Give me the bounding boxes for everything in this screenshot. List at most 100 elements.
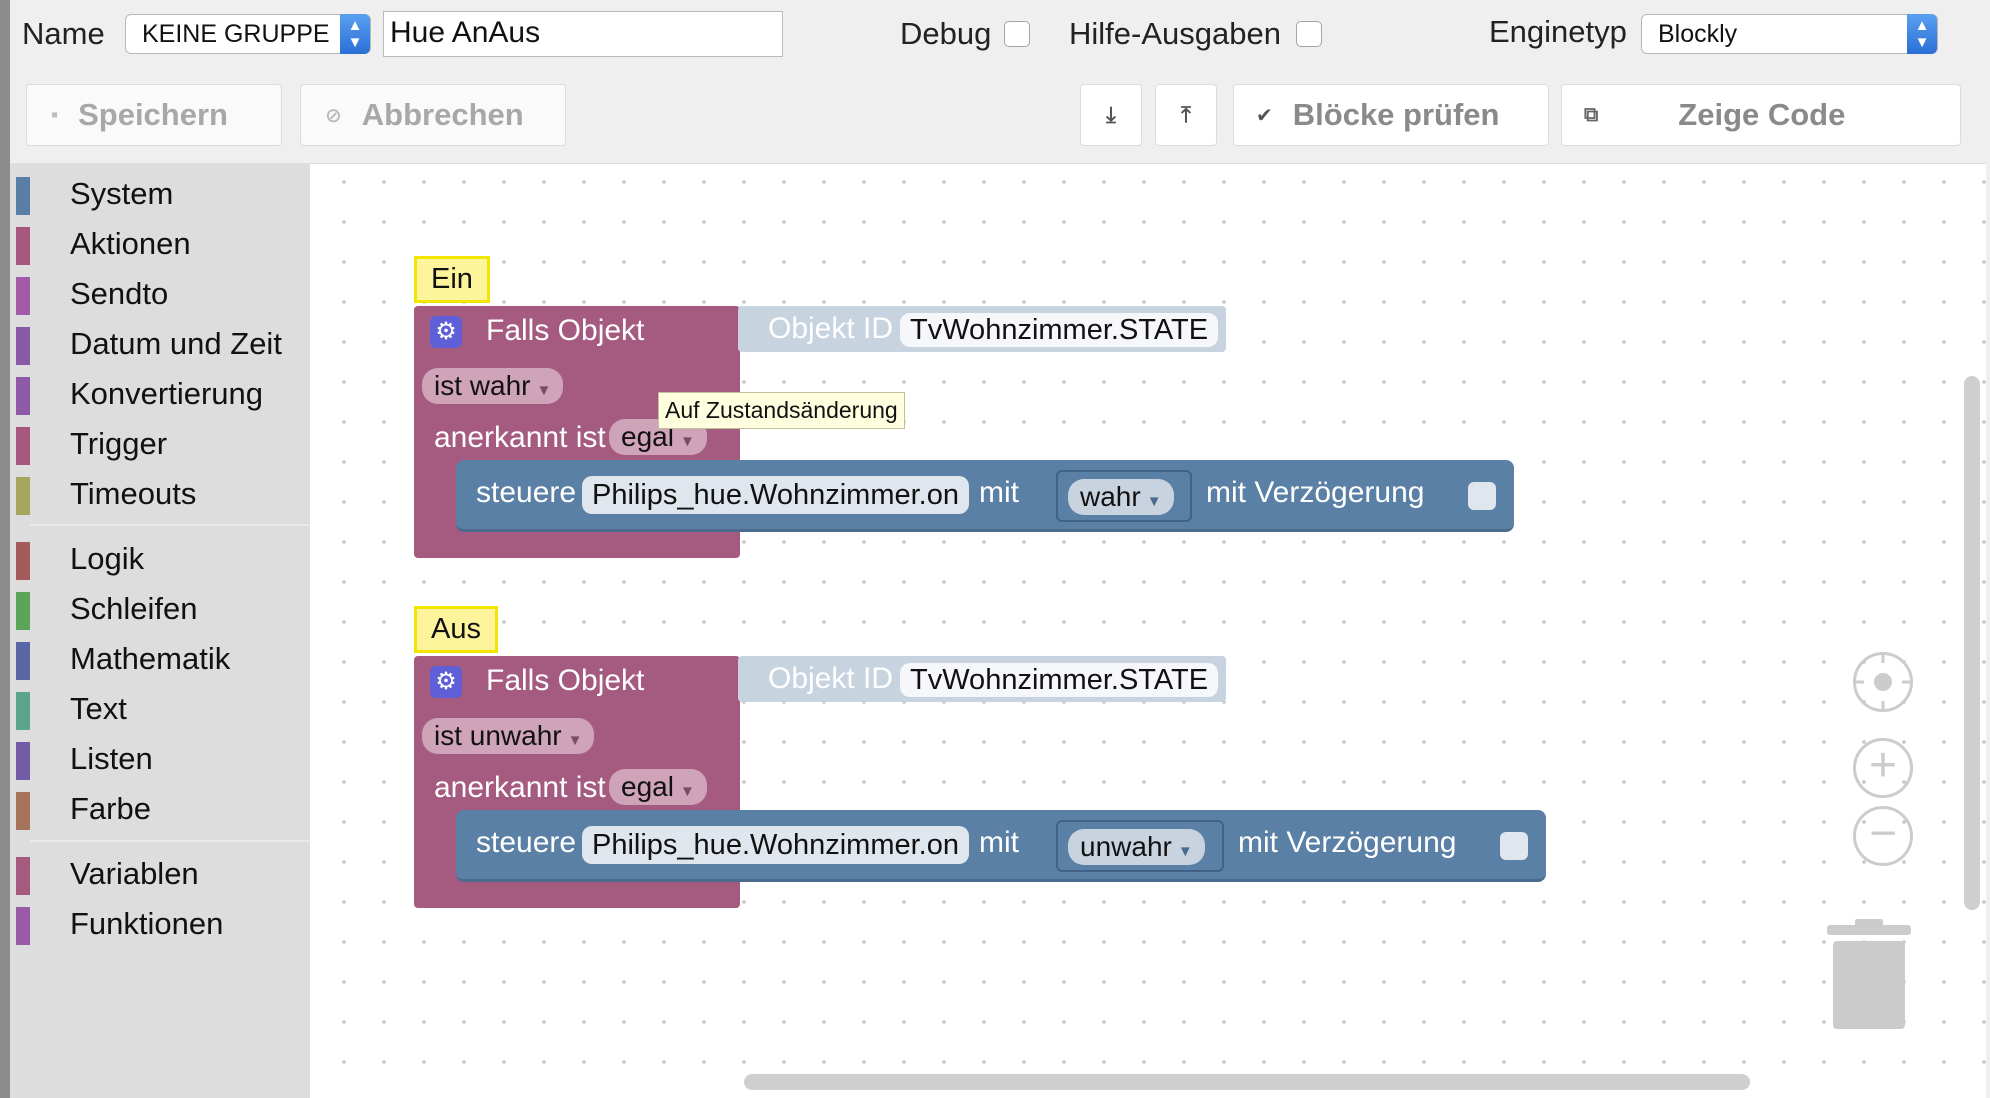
delay-checkbox[interactable]: [1468, 482, 1496, 510]
save-button[interactable]: ▪ Speichern: [26, 84, 282, 146]
toolbox-category-farbe[interactable]: Farbe: [16, 788, 306, 830]
category-color-swatch: [16, 642, 30, 680]
minus-icon[interactable]: −: [1853, 806, 1913, 866]
toolbox-separator: [30, 840, 310, 842]
action-label: steuere: [476, 476, 577, 509]
cancel-label: Abbrechen: [361, 97, 524, 132]
window-edge: [0, 0, 10, 1098]
gear-icon[interactable]: ⚙: [430, 666, 462, 698]
category-label: Variablen: [70, 856, 199, 891]
category-color-swatch: [16, 857, 30, 895]
toolbox-category-text[interactable]: Text: [16, 688, 306, 730]
caret-down-icon: ▼: [567, 732, 583, 749]
trigger-label: Falls Objekt: [486, 314, 645, 347]
toolbox-category-trigger[interactable]: Trigger: [16, 423, 306, 465]
tooltip: Auf Zustandsänderung: [658, 392, 905, 429]
with-label: mit: [979, 826, 1019, 859]
toolbox-category-mathematik[interactable]: Mathematik: [16, 638, 306, 680]
show-code-label: Zeige Code: [1678, 97, 1846, 132]
category-color-swatch: [16, 177, 30, 215]
ack-dropdown[interactable]: egal ▼: [609, 769, 707, 805]
category-label: Logik: [70, 541, 145, 576]
caret-down-icon: ▼: [1177, 843, 1193, 860]
comment-aus[interactable]: Aus: [414, 606, 498, 653]
toolbox-category-aktionen[interactable]: Aktionen: [16, 223, 306, 265]
category-color-swatch: [16, 477, 30, 515]
category-color-swatch: [16, 427, 30, 465]
value-dropdown[interactable]: wahr▼: [1068, 479, 1174, 515]
trash-icon[interactable]: [1825, 919, 1913, 1031]
ack-value: egal: [621, 771, 674, 802]
category-label: Text: [70, 691, 127, 726]
upload-icon: ⤒: [1181, 102, 1191, 127]
value-block[interactable]: wahr▼: [1056, 470, 1192, 522]
category-label: Funktionen: [70, 906, 224, 941]
toolbox-category-timeouts[interactable]: Timeouts: [16, 473, 306, 515]
comment-ein[interactable]: Ein: [414, 256, 490, 303]
delay-label: mit Verzögerung: [1206, 476, 1425, 509]
toolbox-category-sendto[interactable]: Sendto: [16, 273, 306, 315]
toolbox-category-listen[interactable]: Listen: [16, 738, 306, 780]
objekt-id-label: Objekt ID: [768, 662, 894, 695]
plus-icon[interactable]: +: [1853, 738, 1913, 798]
toolbox-category-schleifen[interactable]: Schleifen: [16, 588, 306, 630]
blockly-workspace[interactable]: Ein ⚙ Falls Objekt ist wahr▼ anerkannt i…: [310, 163, 1986, 1098]
vertical-scrollbar[interactable]: [1964, 376, 1980, 910]
action-target[interactable]: Philips_hue.Wohnzimmer.on: [582, 826, 969, 864]
show-code-button[interactable]: ⧉ Zeige Code: [1561, 84, 1961, 146]
target-icon[interactable]: [1853, 652, 1913, 712]
condition-dropdown[interactable]: ist wahr▼: [422, 368, 564, 404]
toolbox-category-funktionen[interactable]: Funktionen: [16, 903, 306, 945]
group-select[interactable]: KEINE GRUPPE ▲▼: [125, 14, 371, 54]
check-blocks-button[interactable]: ✔ Blöcke prüfen: [1233, 84, 1549, 146]
category-label: Mathematik: [70, 641, 231, 676]
engine-select[interactable]: Blockly ▲▼: [1641, 14, 1938, 54]
category-color-swatch: [16, 377, 30, 415]
toolbox-category-system[interactable]: System: [16, 173, 306, 215]
value-block[interactable]: unwahr▼: [1056, 820, 1224, 872]
horizontal-scrollbar[interactable]: [744, 1074, 1750, 1090]
category-color-swatch: [16, 907, 30, 945]
category-color-swatch: [16, 227, 30, 265]
objekt-id-label: Objekt ID: [768, 312, 894, 345]
objekt-id-value[interactable]: TvWohnzimmer.STATE: [900, 313, 1219, 347]
toolbox-separator: [30, 524, 310, 526]
action-block-aus[interactable]: steuere Philips_hue.Wohnzimmer.on mit un…: [456, 810, 1546, 882]
value-text: wahr: [1080, 481, 1141, 512]
engine-label: Enginetyp: [1489, 14, 1627, 49]
debug-checkbox[interactable]: [1004, 21, 1030, 47]
objekt-id-block-ein[interactable]: Objekt ID TvWohnzimmer.STATE: [738, 306, 1226, 352]
objekt-id-value[interactable]: TvWohnzimmer.STATE: [900, 663, 1219, 697]
category-color-swatch: [16, 277, 30, 315]
condition-value: ist wahr: [434, 370, 531, 401]
code-icon: ⧉: [1584, 103, 1599, 126]
caret-down-icon: ▼: [679, 783, 695, 800]
export-button[interactable]: ⤓: [1080, 84, 1142, 146]
cancel-button[interactable]: ⊘ Abbrechen: [300, 84, 566, 146]
import-button[interactable]: ⤒: [1155, 84, 1217, 146]
header-row: Name KEINE GRUPPE ▲▼ Hue AnAus Debug Hil…: [10, 0, 1990, 70]
category-color-swatch: [16, 742, 30, 780]
action-target[interactable]: Philips_hue.Wohnzimmer.on: [582, 476, 969, 514]
toolbox-category-datum-und-zeit[interactable]: Datum und Zeit: [16, 323, 306, 365]
delay-checkbox[interactable]: [1500, 832, 1528, 860]
category-label: Trigger: [70, 426, 168, 461]
category-label: Farbe: [70, 791, 151, 826]
category-label: System: [70, 176, 174, 211]
gear-icon[interactable]: ⚙: [430, 316, 462, 348]
toolbox-category-logik[interactable]: Logik: [16, 538, 306, 580]
objekt-id-block-aus[interactable]: Objekt ID TvWohnzimmer.STATE: [738, 656, 1226, 702]
action-block-ein[interactable]: steuere Philips_hue.Wohnzimmer.on mit wa…: [456, 460, 1514, 532]
toolbox-category-variablen[interactable]: Variablen: [16, 853, 306, 895]
debug-label: Debug: [900, 16, 992, 51]
ack-label: anerkannt ist: [434, 771, 606, 804]
value-dropdown[interactable]: unwahr▼: [1068, 829, 1205, 865]
script-name-input[interactable]: Hue AnAus: [383, 11, 783, 57]
toolbox-category-konvertierung[interactable]: Konvertierung: [16, 373, 306, 415]
category-color-swatch: [16, 792, 30, 830]
help-checkbox[interactable]: [1296, 21, 1322, 47]
floppy-icon: ▪: [51, 103, 59, 126]
condition-dropdown[interactable]: ist unwahr▼: [422, 718, 595, 754]
select-arrows-icon: ▲▼: [1907, 14, 1937, 54]
